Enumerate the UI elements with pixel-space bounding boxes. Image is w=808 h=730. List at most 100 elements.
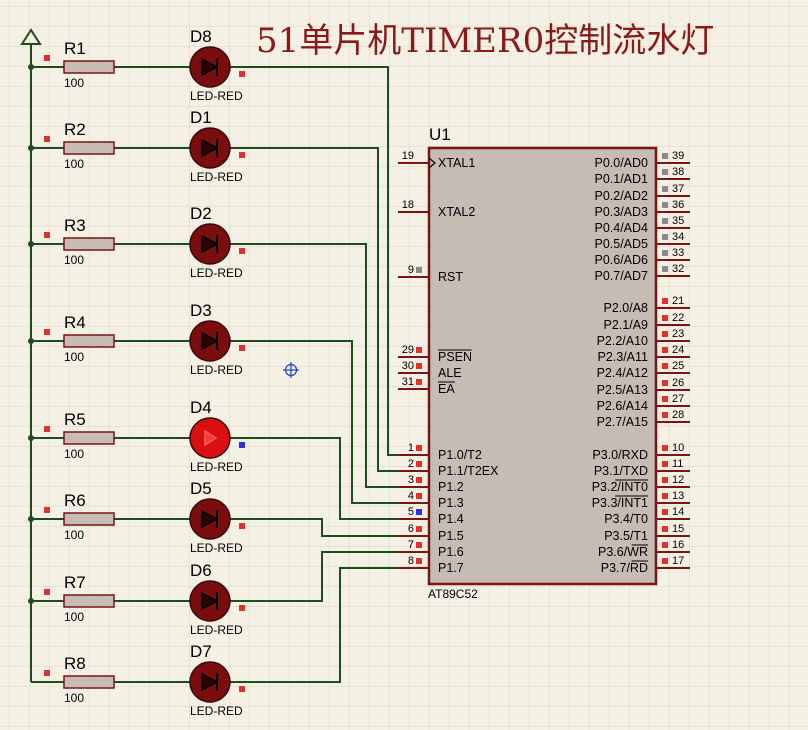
led-to-p1-wire [230,567,398,683]
junction-dot [28,338,34,344]
pin-number: 31 [402,376,414,388]
pin-state-dot [416,493,422,499]
pin-state-dot [416,445,422,451]
pin-number: 22 [672,312,684,324]
pin-state-dot [416,509,422,515]
pin-number: 1 [408,442,414,454]
pin-state-dot [44,589,50,595]
schematic-title: 51单片机TIMER0控制流水灯 [256,21,714,61]
led-ref-label: D1 [190,108,212,127]
diode-symbol-icon [201,138,219,158]
pin-name: P1.0/T2 [438,448,482,462]
pin-state-dot [239,442,245,448]
pin-state-dot [239,523,245,529]
pin-name: P1.7 [438,561,464,575]
pin-state-dot [662,558,668,564]
pin-state-dot [662,526,668,532]
resistor-value-label: 100 [64,447,84,461]
pin-state-dot [239,152,245,158]
pin-name: P0.6/AD6 [594,253,648,267]
resistor-value-label: 100 [64,691,84,705]
pin-state-dot [416,347,422,353]
pin-state-dot [662,396,668,402]
pin-number: 5 [408,506,414,518]
pin-state-dot [662,412,668,418]
led-ref-label: D8 [190,27,212,46]
pin-state-dot [662,153,668,159]
pin-number: 28 [672,409,684,421]
junction-dot [28,145,34,151]
pin-number: 36 [672,199,684,211]
crosshair-probe-icon[interactable] [283,362,299,378]
pin-name: P1.3 [438,496,464,510]
pin-state-dot [239,686,245,692]
wire-layer [28,44,398,683]
power-terminal-icon[interactable] [20,28,42,45]
pin-name: P2.6/A14 [597,399,648,413]
resistor-ref-label: R1 [64,39,86,58]
pin-name: P3.6/WR [598,545,648,559]
pin-name: P3.4/T0 [604,512,648,526]
pin-number: 24 [672,344,684,356]
pin-name: P2.7/A15 [597,415,648,429]
